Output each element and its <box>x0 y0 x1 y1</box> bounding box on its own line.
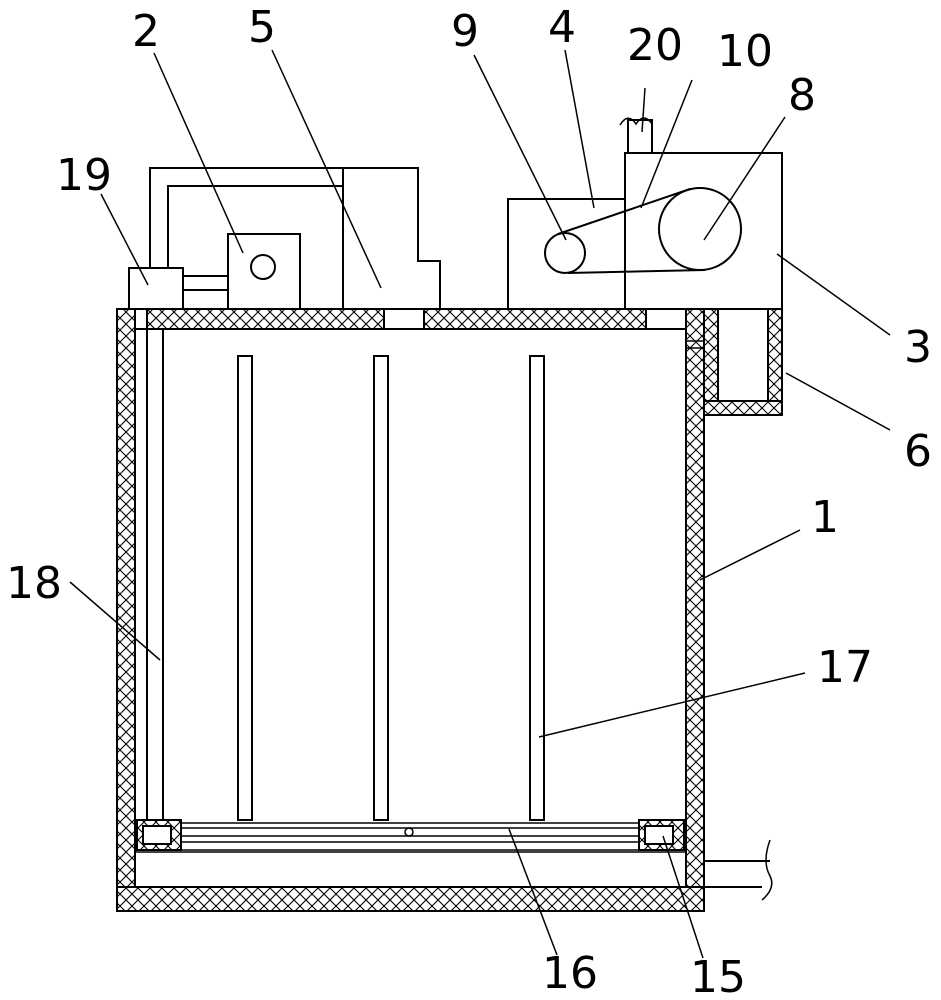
callout-1: 1 <box>811 492 839 543</box>
vertical-rods <box>237 355 545 821</box>
top-left-equipment <box>128 167 441 310</box>
callout-labels: 2 5 9 4 20 10 8 3 6 1 17 18 19 16 15 <box>6 2 932 1000</box>
callout-18: 18 <box>6 558 62 609</box>
callout-10: 10 <box>717 26 773 77</box>
callout-20: 20 <box>627 20 683 71</box>
callout-15: 15 <box>690 952 746 1000</box>
callout-3: 3 <box>904 322 932 373</box>
callout-8: 8 <box>788 70 816 121</box>
outlet-pipe <box>704 839 773 901</box>
leader-lines <box>69 49 891 959</box>
callout-4: 4 <box>548 2 576 53</box>
callout-6: 6 <box>904 426 932 477</box>
filter-assembly <box>134 819 687 888</box>
suction-pipe <box>146 280 164 820</box>
callout-9: 9 <box>451 6 479 57</box>
callout-16: 16 <box>542 948 598 999</box>
callout-2: 2 <box>132 6 160 57</box>
callout-17: 17 <box>817 642 873 693</box>
tank-body <box>116 308 705 912</box>
top-right-drive <box>507 117 783 310</box>
overflow-box <box>686 308 783 416</box>
callout-19: 19 <box>56 150 112 201</box>
callout-5: 5 <box>248 2 276 53</box>
